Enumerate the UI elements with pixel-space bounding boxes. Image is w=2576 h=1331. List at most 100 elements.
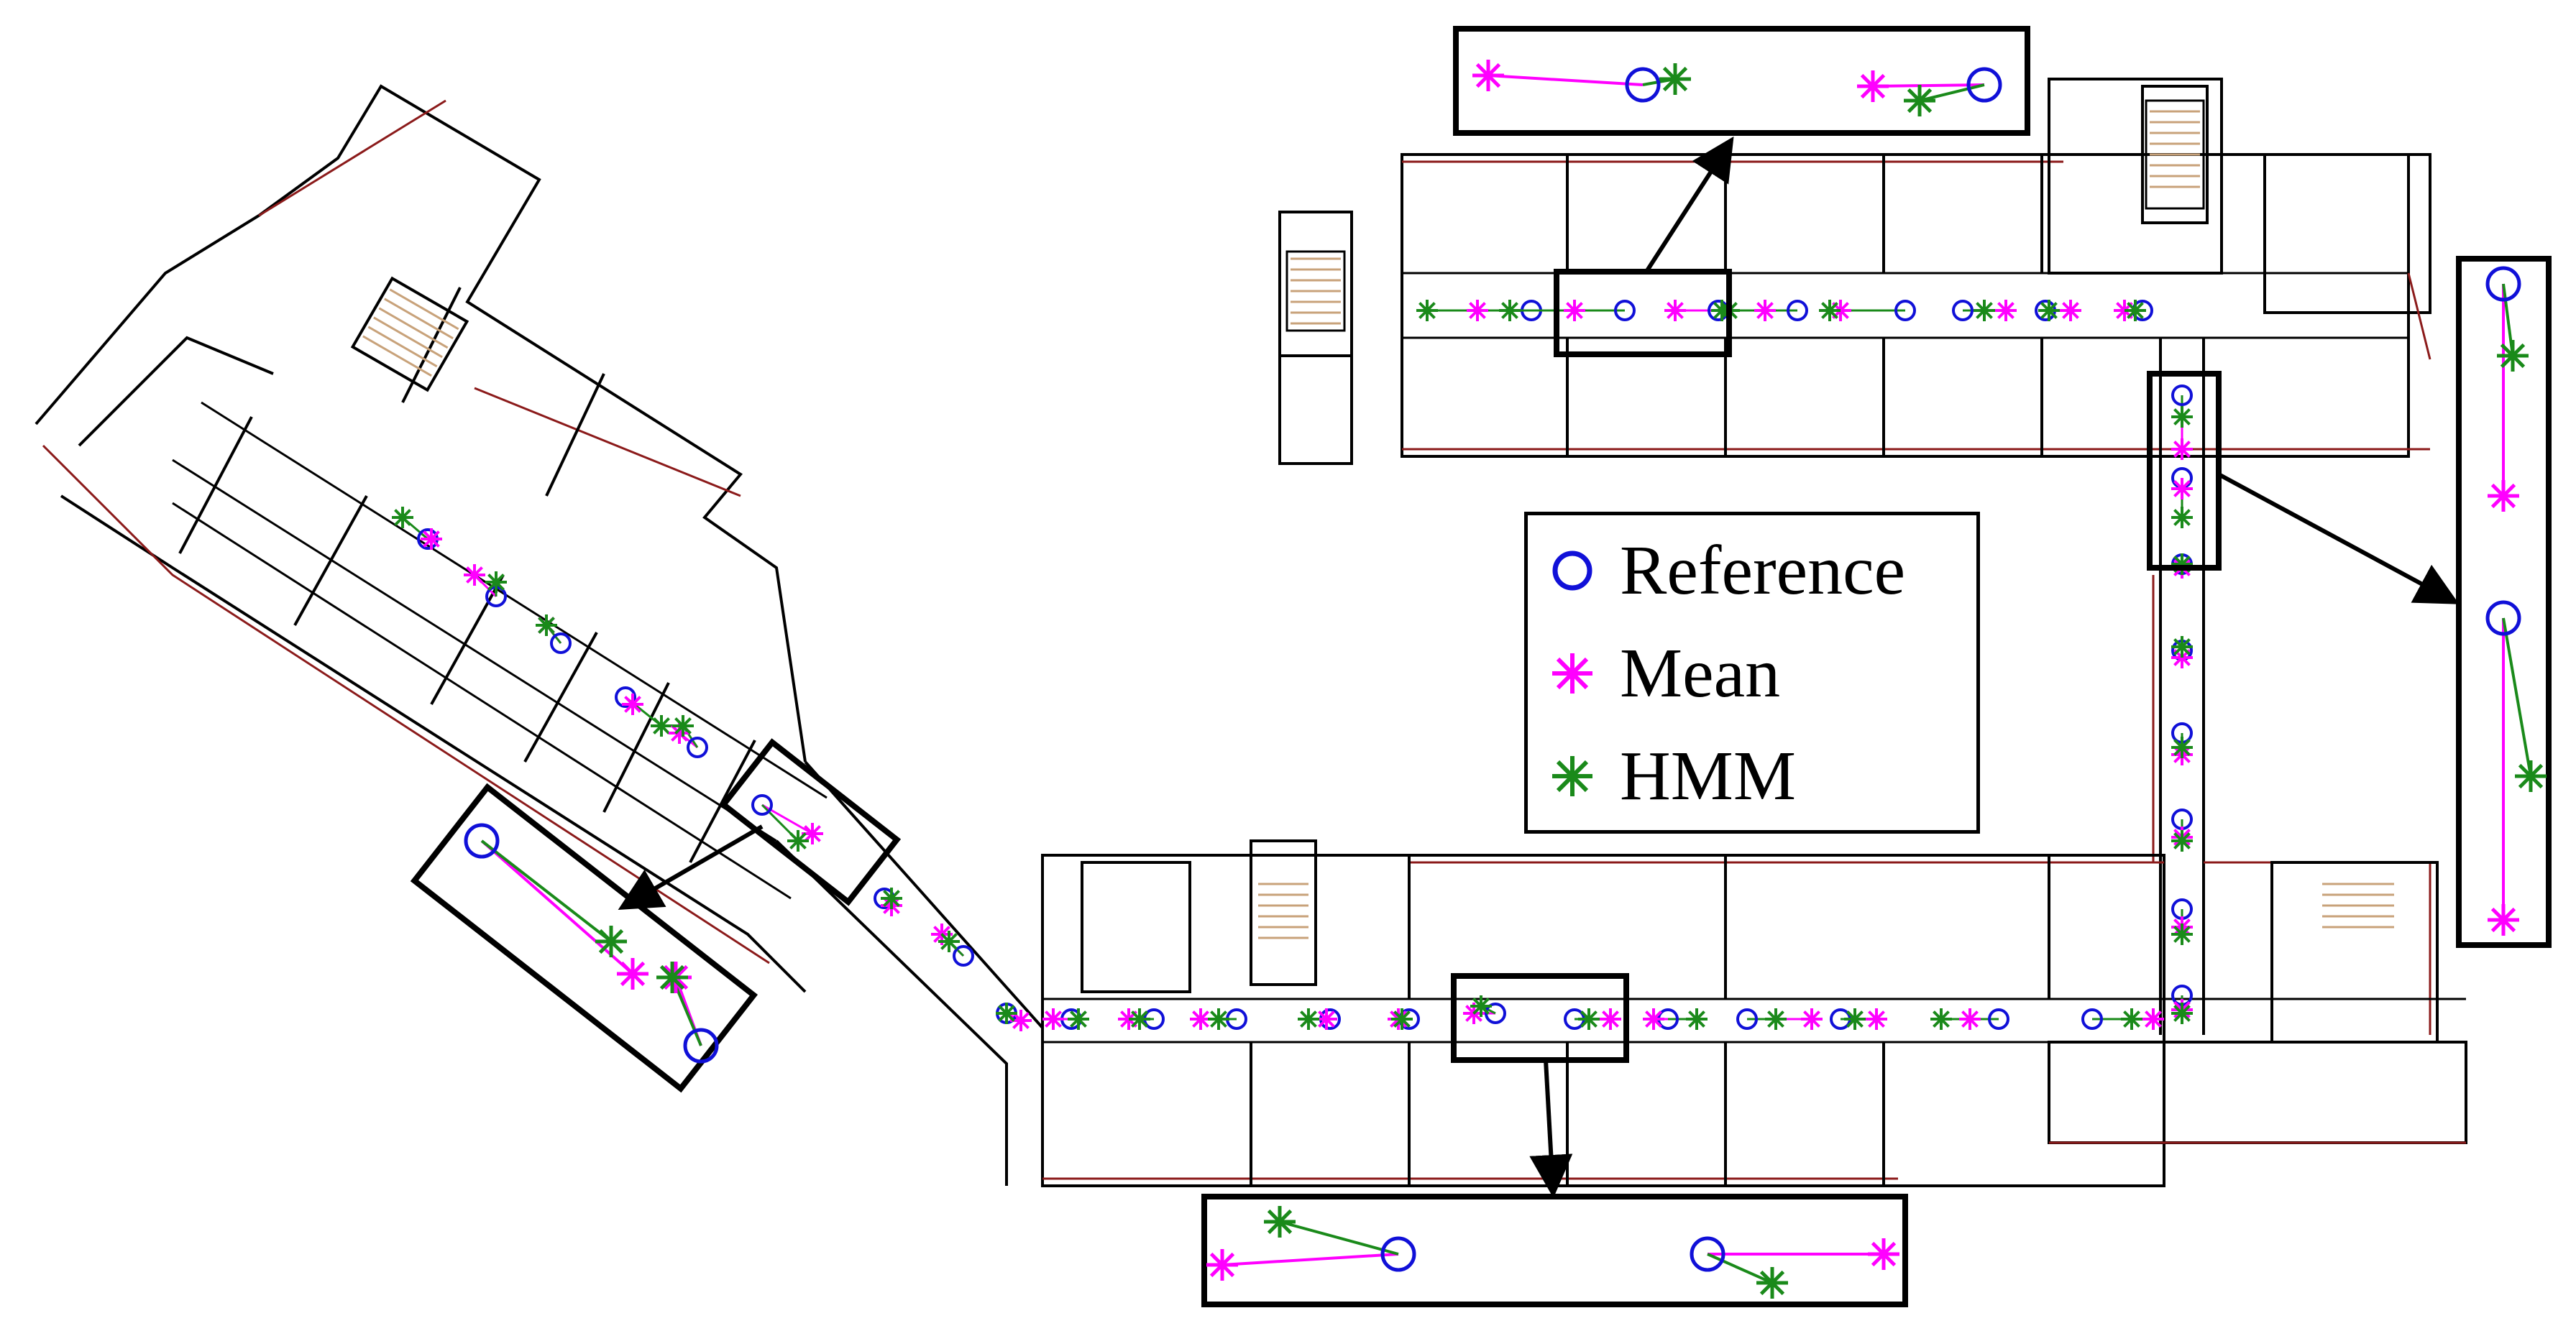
hmm-marker: [2171, 406, 2193, 428]
inset-trajectory-markers: [464, 60, 2547, 1299]
error-line: [1221, 1253, 1399, 1266]
top-stairs: [1285, 99, 2205, 332]
hmm-marker: [2171, 636, 2193, 658]
mean-marker: [2488, 904, 2519, 936]
reference-marker: [687, 737, 708, 758]
mean-marker: [1206, 1249, 1238, 1281]
error-line: [1919, 83, 1985, 102]
mean-marker: [1868, 1238, 1899, 1270]
legend: Reference Mean HMM: [1524, 512, 1980, 834]
zoom-arrows: [618, 136, 2460, 1198]
mean-marker: [1754, 300, 1776, 321]
highlight-box-top: [1554, 269, 1732, 357]
hmm-marker: [1686, 1008, 1708, 1030]
hmm-marker: [2038, 300, 2060, 321]
legend-label-reference: Reference: [1620, 532, 1906, 609]
error-line: [1279, 1220, 1399, 1256]
reference-marker: [1690, 1236, 1725, 1272]
reference-marker: [1894, 300, 1916, 321]
highlight-box-left: [719, 738, 902, 906]
reference-marker: [615, 686, 636, 708]
trajectory-markers: [392, 300, 2193, 1031]
mean-marker: [2060, 300, 2081, 321]
mean-marker: [464, 564, 485, 586]
error-line: [480, 839, 613, 943]
error-line: [1488, 74, 1644, 86]
hmm-marker: [485, 571, 507, 593]
hmm-marker: [1264, 1206, 1296, 1238]
reference-marker: [1787, 300, 1808, 321]
hmm-marker: [996, 1003, 1017, 1024]
hmm-marker: [2171, 553, 2193, 575]
reference-marker: [1966, 67, 2002, 103]
hmm-marker: [2124, 300, 2146, 321]
hmm-marker: [1844, 1008, 1866, 1030]
hmm-marker: [595, 926, 627, 957]
reference-marker: [1988, 1008, 2009, 1030]
reference-marker: [1485, 1003, 1506, 1024]
hmm-marker: [672, 715, 694, 737]
mean-marker: [2171, 478, 2193, 499]
hmm-marker: [2171, 1003, 2193, 1024]
reference-marker: [2081, 1008, 2103, 1030]
arrow-right: [2217, 472, 2460, 604]
error-line: [480, 839, 634, 975]
left-wing-floor-plan: [35, 84, 1044, 1186]
hmm-marker: [938, 931, 960, 952]
mean-marker: [1857, 70, 1889, 102]
legend-row-hmm: HMM: [1544, 737, 1796, 816]
hmm-marker: [656, 962, 688, 993]
legend-row-reference: Reference: [1544, 531, 1905, 610]
reference-marker: [2485, 600, 2521, 636]
legend-label-mean: Mean: [1620, 635, 1781, 712]
mean-marker: [2488, 480, 2519, 512]
reference-marker: [2485, 266, 2521, 302]
inset-bottom: [1201, 1194, 1908, 1307]
reference-marker: [953, 945, 974, 967]
hmm-marker: [1659, 63, 1691, 95]
bottom-stairs: [1258, 883, 2394, 939]
hmm-marker: [651, 715, 672, 737]
green-asterisk-icon: [1552, 756, 1592, 796]
reference-marker: [683, 1028, 719, 1064]
mean-marker: [1995, 300, 2017, 321]
hmm-marker: [1416, 300, 1438, 321]
reference-marker: [464, 823, 500, 859]
highlight-box-right: [2147, 371, 2222, 571]
hmm-marker: [1930, 1008, 1952, 1030]
error-line: [1872, 83, 1985, 88]
mean-marker: [622, 694, 643, 715]
inset-left: [410, 783, 758, 1093]
hmm-marker: [1208, 1008, 1229, 1030]
inset-boxes: [410, 26, 2552, 1307]
hmm-marker: [2515, 760, 2547, 792]
mean-marker: [1472, 60, 1504, 91]
vertical-corridor: [2152, 338, 2431, 1035]
mean-marker: [1801, 1008, 1823, 1030]
mean-marker: [1866, 1008, 1887, 1030]
mean-marker: [1467, 300, 1488, 321]
mean-marker: [1600, 1008, 1621, 1030]
hmm-marker: [1068, 1008, 1089, 1030]
hmm-marker: [536, 614, 557, 636]
reference-marker: [751, 794, 773, 816]
hmm-marker: [1974, 300, 1995, 321]
mean-marker: [2171, 438, 2193, 460]
hmm-marker: [2171, 924, 2193, 945]
reference-marker: [1952, 300, 1974, 321]
hmm-marker: [1298, 1008, 1319, 1030]
hmm-marker: [1470, 995, 1492, 1017]
hmm-marker: [2171, 830, 2193, 852]
hmm-marker: [881, 888, 902, 909]
hmm-marker: [2121, 1008, 2142, 1030]
hmm-marker: [1904, 85, 1935, 116]
top-building-floor-plan: [1278, 78, 2431, 465]
hmm-marker: [1819, 300, 1841, 321]
legend-label-hmm: HMM: [1620, 737, 1797, 815]
mean-marker: [617, 958, 648, 990]
reference-marker: [550, 632, 572, 654]
hmm-marker: [2171, 737, 2193, 758]
error-line: [2502, 617, 2532, 777]
mean-marker: [1959, 1008, 1981, 1030]
reference-marker: [2171, 384, 2193, 406]
